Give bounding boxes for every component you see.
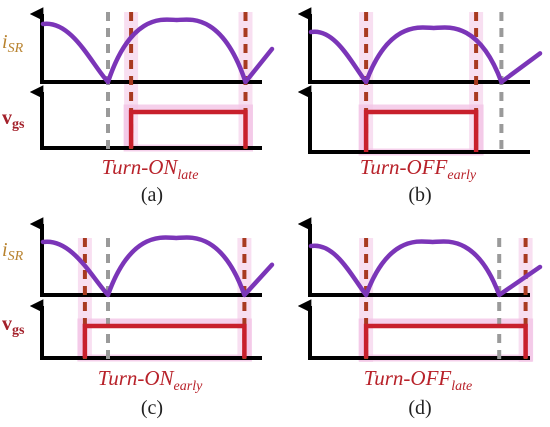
panel-caption: Turn-ONlate	[102, 155, 199, 183]
panel-caption: Turn-ONearly	[98, 366, 203, 394]
gate-pulse	[128, 109, 248, 148]
panel-caption: Turn-OFFlate	[364, 366, 473, 394]
panel-letter: (c)	[141, 397, 163, 419]
current-waveform	[308, 239, 543, 298]
panel-a: iSR vgs Turn-ONlate (a)	[2, 7, 275, 206]
marks-layer	[29, 7, 275, 152]
gate-axis-label: vgs	[2, 107, 25, 132]
panel-letter: (b)	[408, 184, 431, 206]
current-axis-label: iSR	[2, 31, 24, 56]
current-axis-label: iSR	[2, 239, 24, 264]
marks-layer	[29, 217, 275, 362]
current-waveform	[40, 235, 275, 298]
gate-pulse	[82, 323, 247, 358]
current-waveform	[40, 17, 275, 85]
marks-layer	[297, 7, 543, 156]
panel-b: Turn-OFFearly (b)	[297, 7, 543, 206]
panel-d: Turn-OFFlate (d)	[297, 217, 543, 419]
panel-caption: Turn-OFFearly	[360, 155, 477, 183]
gate-pulse	[363, 109, 479, 152]
gate-axis-label: vgs	[2, 313, 25, 338]
current-waveform	[308, 25, 543, 85]
gate-pulse-halo	[358, 104, 484, 156]
panel-letter: (d)	[408, 397, 431, 419]
panel-c: iSR vgs Turn-ONearly (c)	[2, 217, 275, 419]
panel-letter: (a)	[141, 184, 163, 206]
marks-layer	[297, 217, 543, 362]
gate-pulse	[363, 323, 528, 358]
